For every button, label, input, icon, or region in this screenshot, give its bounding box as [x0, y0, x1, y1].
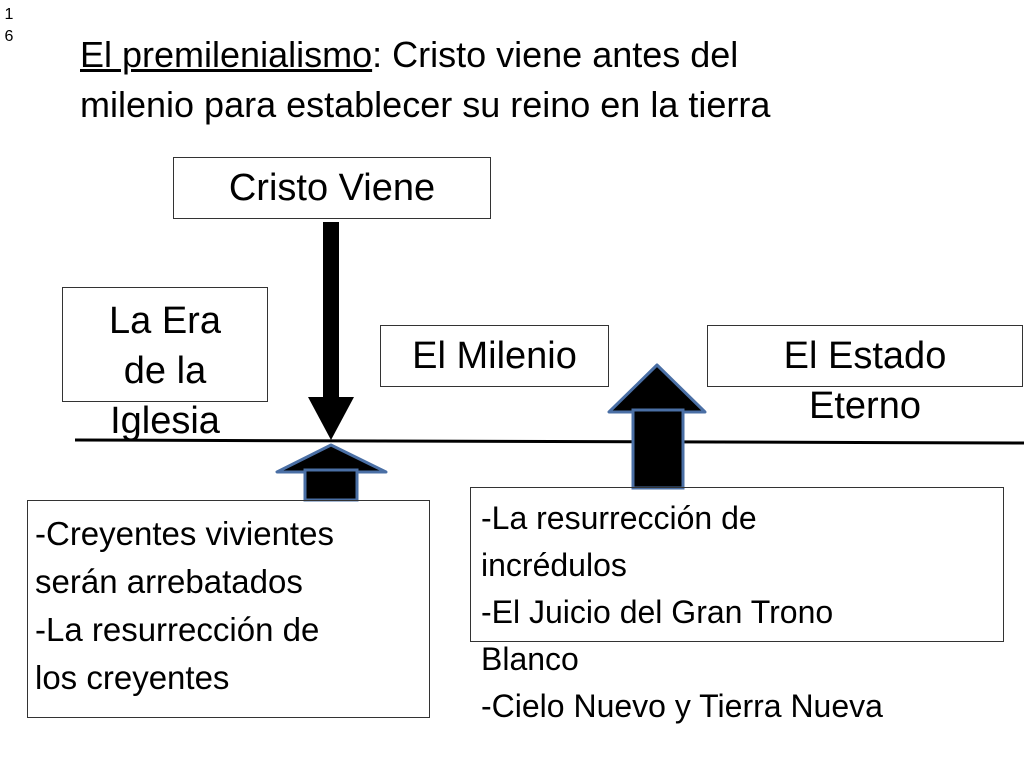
era-iglesia-line-2: de la [123, 350, 207, 392]
slide-title: El premilenialismo: Cristo viene antes d… [80, 30, 980, 130]
up-arrow-small-icon [275, 443, 388, 502]
title-line-1: El premilenialismo: Cristo viene antes d… [80, 30, 980, 80]
era-iglesia-line-1: La Era [109, 300, 221, 342]
milenio-label: El Milenio [412, 335, 577, 377]
title-term: El premilenialismo [80, 34, 373, 75]
right-event-line: -El Juicio del Gran Trono [481, 594, 834, 630]
right-event-line: -Cielo Nuevo y Tierra Nueva [481, 688, 883, 724]
cristo-viene-box [173, 157, 491, 219]
right-events-box [470, 487, 1004, 642]
left-events-box [27, 500, 430, 718]
down-arrow-icon [308, 222, 354, 440]
right-event-line: -La resurrección de [481, 500, 757, 536]
right-event-line: incrédulos [481, 547, 627, 583]
title-line-2: milenio para establecer su reino en la t… [80, 84, 771, 125]
title-line-1-rest: : Cristo viene antes del [372, 34, 739, 75]
era-iglesia-line-3: Iglesia [110, 400, 220, 442]
left-event-line: -Creyentes vivientes [35, 515, 334, 552]
left-events-list: -Creyentes vivientes serán arrebatados -… [35, 510, 334, 702]
estado-eterno-label: El Estado Eterno [707, 331, 1023, 431]
timeline [74, 438, 1024, 445]
estado-eterno-line-1: El Estado [783, 335, 947, 377]
milenio-box [380, 325, 609, 387]
up-arrow-large-icon [607, 363, 707, 490]
left-event-line: -La resurrección de [35, 611, 320, 648]
estado-eterno-box [707, 325, 1023, 387]
left-event-line: los creyentes [35, 659, 230, 696]
right-event-line: Blanco [481, 641, 579, 677]
slide-number: 1 6 [2, 4, 16, 48]
era-iglesia-label: La Era de la Iglesia [62, 296, 268, 446]
era-iglesia-box [62, 287, 268, 402]
slide-number-bottom: 6 [4, 28, 14, 45]
left-event-line: serán arrebatados [35, 563, 303, 600]
estado-eterno-line-2: Eterno [809, 385, 921, 427]
slide-number-top: 1 [4, 6, 14, 23]
right-events-list: -La resurrección de incrédulos -El Juici… [481, 495, 883, 730]
cristo-viene-label: Cristo Viene [228, 167, 436, 209]
